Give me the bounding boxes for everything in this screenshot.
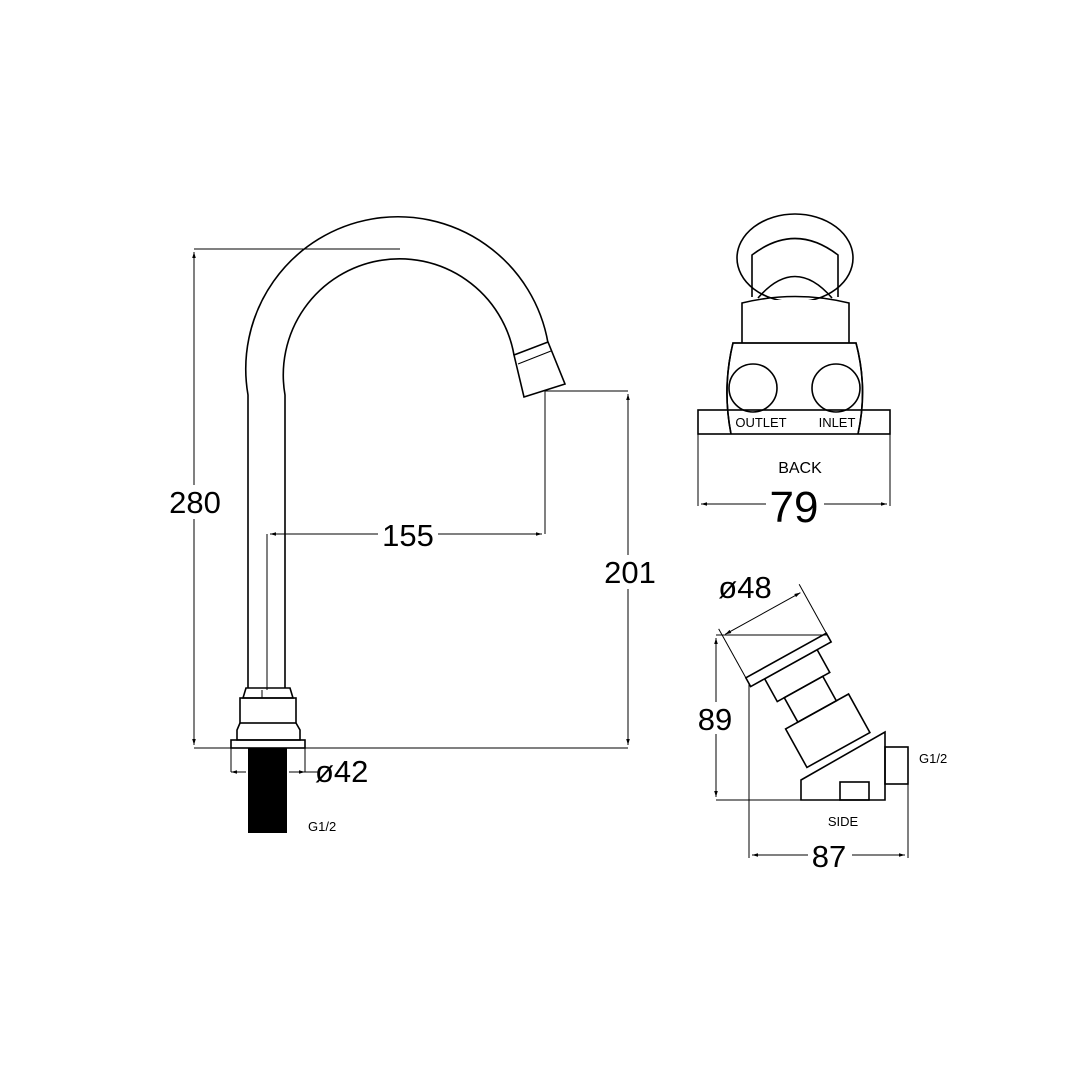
spout-inner-contour [282, 257, 515, 688]
valve-back-view: OUTLET INLET [697, 213, 891, 435]
back-view-title: BACK [778, 460, 822, 477]
mounting-plate [697, 409, 891, 435]
front-dimensions: 280 201 155 ø42 G1/2 [165, 248, 660, 834]
base-flange [230, 739, 306, 749]
side-dimensions: ø48 89 87 SIDE G1/2 [694, 570, 947, 874]
dimension-diameter-42: ø42 [315, 754, 368, 789]
dimension-87: 87 [812, 839, 846, 874]
inlet-port [811, 363, 861, 413]
valve-top-block [741, 295, 850, 343]
dimension-201: 201 [604, 555, 656, 590]
threaded-shank [248, 748, 287, 833]
inlet-connector [884, 746, 909, 785]
aerator-nozzle [513, 340, 567, 399]
dimension-diameter-48: ø48 [718, 570, 771, 605]
valve-side-view [718, 583, 909, 801]
dimension-155: 155 [382, 518, 434, 553]
thread-label-side: G1/2 [919, 751, 947, 766]
inlet-label: INLET [819, 415, 856, 430]
dimension-89: 89 [698, 702, 732, 737]
spout-collar [239, 697, 297, 724]
spout-outer-contour [245, 215, 549, 688]
valve-cartridge [784, 692, 871, 769]
spout-front-view [230, 215, 567, 833]
spout-neck [241, 687, 295, 699]
dimension-280: 280 [169, 485, 221, 520]
outlet-port [728, 363, 778, 413]
push-button-cap [744, 632, 833, 688]
back-dimensions: BACK 79 [697, 434, 891, 532]
push-button-outer [736, 213, 854, 303]
thread-label-front: G1/2 [308, 819, 336, 834]
outlet-label: OUTLET [735, 415, 786, 430]
dimension-79: 79 [770, 483, 819, 532]
valve-base-wedge [800, 730, 886, 801]
side-view-title: SIDE [828, 814, 859, 829]
